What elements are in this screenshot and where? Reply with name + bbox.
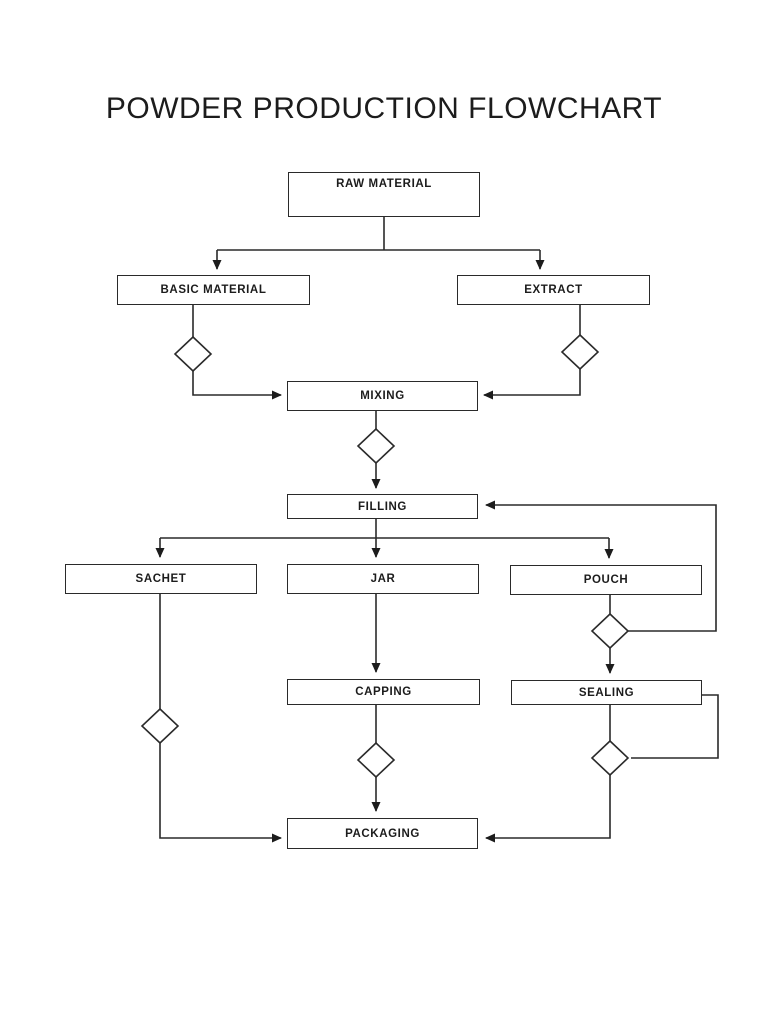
edge-sachet-decision-to-packaging [159,743,282,843]
node-capping-label: CAPPING [355,686,412,698]
edge-basic-decision-to-mixing [192,371,282,400]
node-basic-material-label: BASIC MATERIAL [160,284,267,296]
node-mixing: MIXING [287,381,478,411]
node-jar-label: JAR [370,573,396,585]
node-jar: JAR [287,564,479,594]
decision-diamond-capping [356,741,396,779]
node-sealing: SEALING [511,680,702,705]
node-extract: EXTRACT [457,275,650,305]
decision-diamond-basic [173,335,213,373]
node-sealing-label: SEALING [578,686,635,699]
node-filling-label: FILLING [358,500,407,513]
node-raw-material: RAW MATERIAL [288,172,480,217]
node-filling: FILLING [287,494,478,519]
node-pouch: POUCH [510,565,702,595]
decision-diamond-pouch [590,612,630,650]
node-pouch-label: POUCH [583,574,629,586]
edge-extract-decision-to-mixing [483,369,581,400]
node-capping: CAPPING [287,679,480,705]
node-basic-material: BASIC MATERIAL [117,275,310,305]
node-packaging: PACKAGING [287,818,478,849]
node-mixing-label: MIXING [360,390,405,402]
node-sachet-label: SACHET [135,573,187,585]
decision-diamond-sachet [140,707,180,745]
edge-sealing-decision-to-packaging [485,775,611,843]
decision-diamond-mixing [356,427,396,465]
decision-diamond-extract [560,333,600,371]
node-packaging-label: PACKAGING [345,827,420,840]
page-title: POWDER PRODUCTION FLOWCHART [105,92,663,125]
decision-diamond-sealing [590,739,630,777]
node-raw-material-label: RAW MATERIAL [336,178,432,190]
node-extract-label: EXTRACT [524,284,583,296]
node-sachet: SACHET [65,564,257,594]
